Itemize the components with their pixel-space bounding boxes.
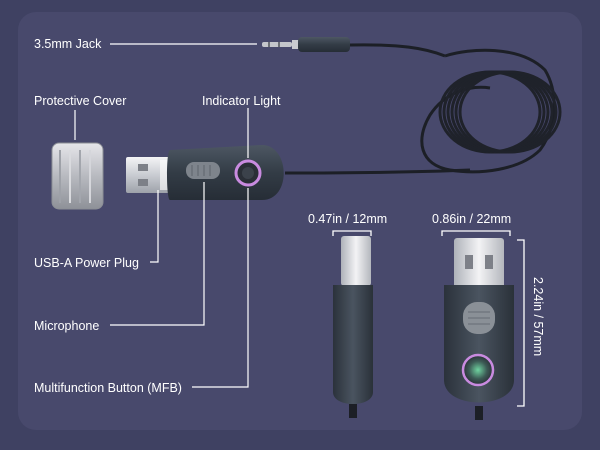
cable-to-device (284, 168, 471, 175)
label-jack: 3.5mm Jack (34, 37, 102, 51)
leader-lines (74, 43, 257, 388)
dimension-thickness: 0.47in / 12mm (308, 212, 388, 226)
device-body-horizontal (167, 145, 284, 200)
dimension-brackets (332, 230, 525, 407)
label-usb-plug: USB-A Power Plug (34, 256, 139, 270)
label-protective-cover: Protective Cover (34, 94, 127, 108)
usb-plug-horizontal (126, 157, 174, 193)
label-microphone: Microphone (34, 319, 100, 333)
device-front-view (444, 238, 514, 420)
dimension-length: 2.24in / 57mm (531, 277, 545, 357)
device-side-view (333, 236, 373, 418)
protective-cover-graphic (51, 142, 104, 210)
dimension-width: 0.86in / 22mm (432, 212, 512, 226)
label-indicator-light: Indicator Light (202, 94, 281, 108)
label-mfb: Multifunction Button (MFB) (34, 381, 182, 395)
coiled-cable (349, 43, 556, 174)
jack-plug (262, 37, 350, 52)
coil-rings (438, 70, 562, 154)
